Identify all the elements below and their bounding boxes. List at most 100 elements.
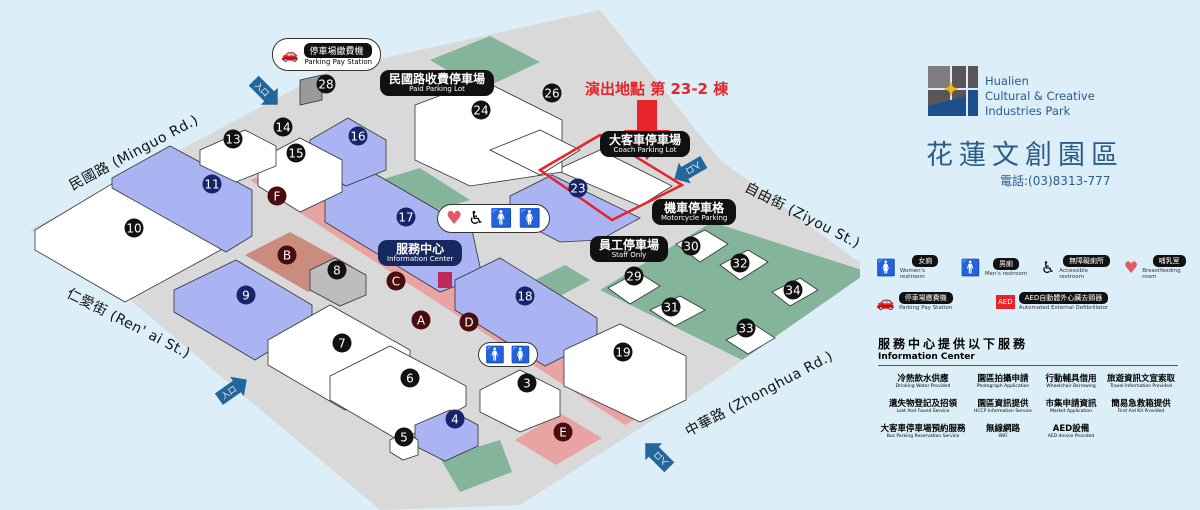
building-26	[489, 129, 581, 176]
building-9-marker[interactable]	[236, 285, 256, 305]
building-28-label[interactable]: 28	[318, 78, 333, 92]
zone-D-marker[interactable]	[459, 312, 479, 332]
building-17-marker[interactable]	[396, 207, 416, 227]
venue-label: 演出地點 第 23-2 棟	[585, 80, 729, 98]
building-31-label[interactable]: 31	[663, 301, 678, 315]
building-16-marker[interactable]	[348, 126, 368, 146]
facilities-bubble: ♥ ♿ 🚹 🚺	[437, 204, 551, 233]
building-18-marker[interactable]	[515, 286, 535, 306]
building-3	[479, 369, 561, 433]
building-29-label[interactable]: 29	[626, 270, 641, 284]
zone-B-label[interactable]: B	[283, 249, 291, 263]
building-17-label[interactable]: 17	[398, 211, 413, 225]
zone-D-label[interactable]: D	[464, 316, 473, 330]
car-pay-icon: 🚗	[281, 46, 299, 63]
building-8-marker[interactable]	[327, 260, 347, 280]
entrance-arrow-icon: 入口	[674, 155, 708, 184]
aed-icon	[438, 272, 452, 288]
building-26-label[interactable]: 26	[544, 87, 559, 101]
pay-station-label: 停車場繳費機	[304, 43, 373, 58]
zone-F-label[interactable]: F	[274, 190, 281, 204]
building-29-marker[interactable]	[624, 266, 644, 286]
building-16-label[interactable]: 16	[350, 130, 365, 144]
building-3-marker[interactable]	[517, 373, 537, 393]
building-19-marker[interactable]	[613, 342, 633, 362]
building-18-label[interactable]: 18	[517, 290, 532, 304]
building-10-label[interactable]: 10	[126, 222, 141, 236]
info-title: 服務中心提供以下服務	[878, 337, 1029, 351]
zone-E-label[interactable]: E	[559, 426, 567, 440]
building-6-label[interactable]: 6	[406, 372, 414, 386]
building-13-marker[interactable]	[223, 129, 243, 149]
building-6-marker[interactable]	[400, 368, 420, 388]
zone-B-marker[interactable]	[277, 245, 297, 265]
building-33-marker[interactable]	[736, 318, 756, 338]
building-14-marker[interactable]	[273, 117, 293, 137]
building-23-label[interactable]: 23	[570, 182, 585, 196]
building-24-label[interactable]: 24	[473, 104, 488, 118]
green-area	[380, 168, 470, 212]
restroom-bubble: 🚹 🚺	[478, 342, 538, 367]
men-restroom-icon: 🚹	[485, 345, 505, 364]
building-11-marker[interactable]	[202, 174, 222, 194]
building-23-marker[interactable]	[568, 178, 588, 198]
venue-highlight	[537, 133, 685, 222]
building-30-marker[interactable]	[681, 236, 701, 256]
building-24-marker[interactable]	[471, 100, 491, 120]
zone-A-marker[interactable]	[411, 310, 431, 330]
logo-chinese: 花蓮文創園區	[926, 140, 1124, 171]
building-8-label[interactable]: 8	[333, 264, 341, 278]
building-4-marker[interactable]	[445, 409, 465, 429]
building-32-marker[interactable]	[730, 253, 750, 273]
building-30-label[interactable]: 30	[683, 240, 698, 254]
zone-C-label[interactable]: C	[392, 275, 400, 289]
zone-E-marker[interactable]	[553, 422, 573, 442]
building-26-marker[interactable]	[542, 83, 562, 103]
building-4-label[interactable]: 4	[451, 413, 459, 427]
building-28-marker[interactable]	[316, 74, 336, 94]
zone-C-marker[interactable]	[386, 271, 406, 291]
building-33-label[interactable]: 33	[738, 322, 753, 336]
building-13-label[interactable]: 13	[225, 133, 240, 147]
building-34-label[interactable]: 34	[785, 284, 800, 298]
building-5-label[interactable]: 5	[400, 431, 408, 445]
building-5-marker[interactable]	[394, 427, 414, 447]
women-restroom-icon: 🚺	[518, 208, 542, 229]
building-10-marker[interactable]	[124, 218, 144, 238]
entrance-arrow-icon: 入口	[214, 376, 247, 405]
building-15-marker[interactable]	[286, 143, 306, 163]
parking-pay-station-icon: 🚗	[876, 292, 895, 311]
accessible-icon: ♿	[1040, 258, 1056, 277]
zone-A-label[interactable]: A	[417, 314, 426, 328]
building-7-marker[interactable]	[332, 333, 352, 353]
building-9-label[interactable]: 9	[242, 289, 250, 303]
building-14-label[interactable]: 14	[275, 121, 290, 135]
building-32-label[interactable]: 32	[732, 257, 747, 271]
building-31-marker[interactable]	[661, 297, 681, 317]
building-15-label[interactable]: 15	[288, 147, 303, 161]
building-11-label[interactable]: 11	[204, 178, 219, 192]
building-19-label[interactable]: 19	[615, 346, 630, 360]
building-7-label[interactable]: 7	[338, 337, 346, 351]
building-3-label[interactable]: 3	[523, 377, 531, 391]
zone-F-marker[interactable]	[267, 186, 287, 206]
women-restroom-icon: 🚺	[510, 345, 531, 364]
building-34-marker[interactable]	[783, 280, 803, 300]
